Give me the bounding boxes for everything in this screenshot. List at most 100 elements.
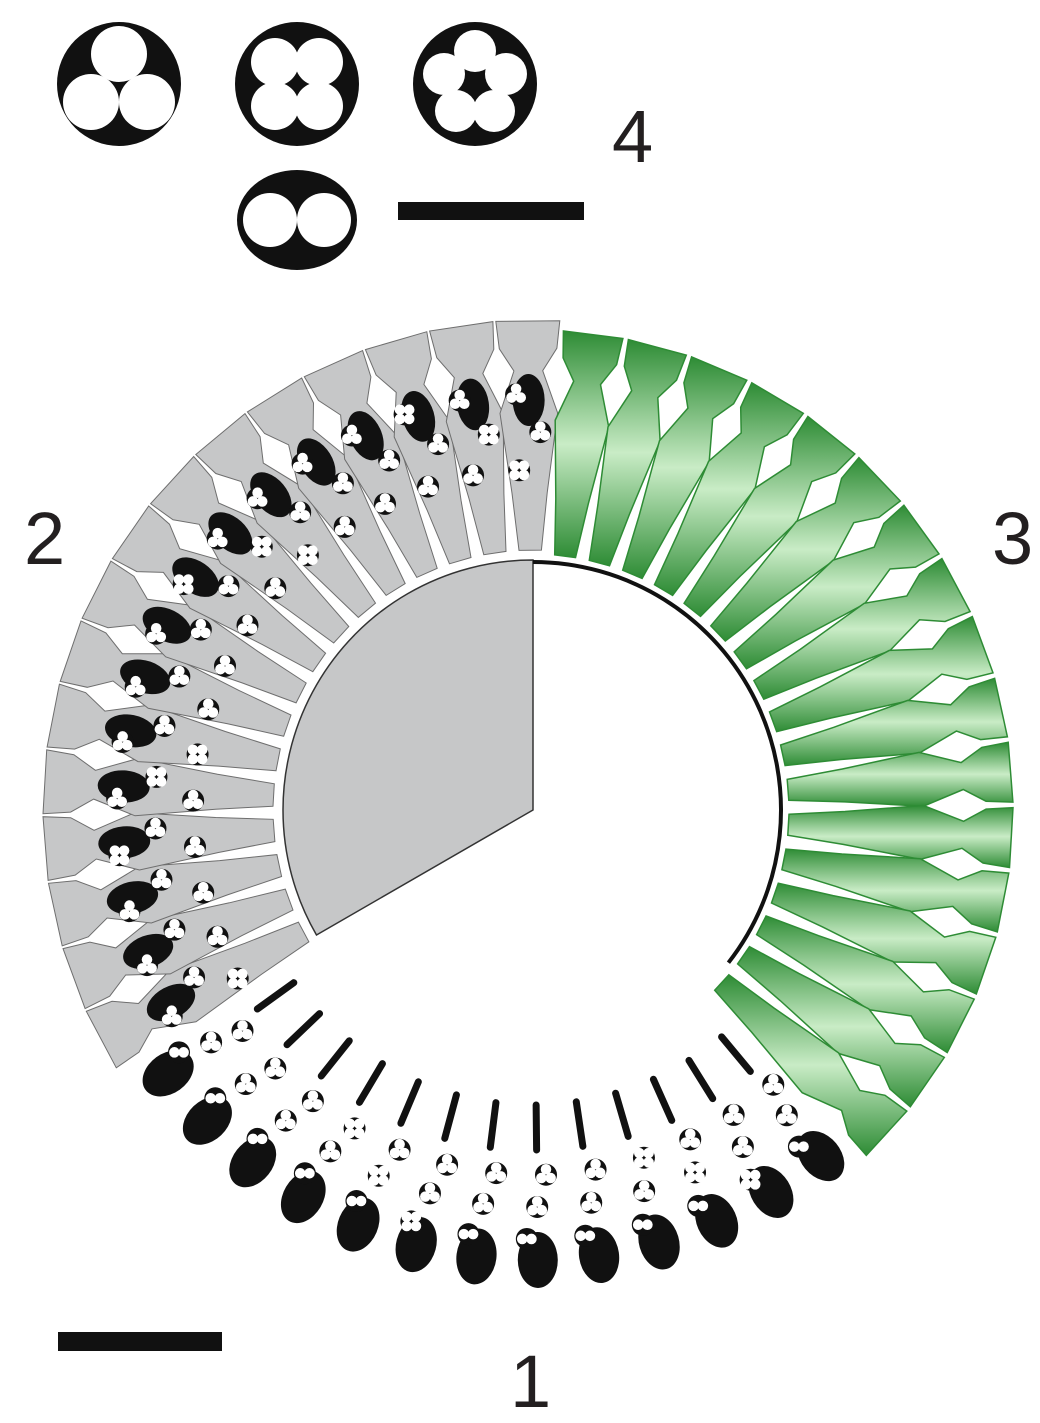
organelle-lobe <box>161 878 172 889</box>
organelle-lobe <box>763 1083 774 1094</box>
panel-label-3: 3 <box>992 502 1033 576</box>
organelle-lobe <box>126 685 137 696</box>
organelle-lobe <box>193 891 204 902</box>
organelle-lobe <box>188 745 199 756</box>
organelle-lobe <box>307 545 318 556</box>
organelle-lobe <box>257 496 268 507</box>
organelle-lobe <box>129 909 140 920</box>
organelle-lobe <box>519 470 530 481</box>
black-spindle <box>490 1103 496 1148</box>
organelle-lobe <box>347 1196 358 1207</box>
organelle-lobe <box>217 537 228 548</box>
black-spindle <box>445 1095 457 1138</box>
cell-ring <box>43 321 1013 1288</box>
organelle-lobe <box>517 1234 528 1245</box>
organelle-lobe <box>427 485 438 496</box>
organelle-lobe <box>276 1119 287 1130</box>
organelle-lobe <box>356 1196 367 1207</box>
organelle-lobe <box>345 1119 356 1130</box>
black-spindle <box>321 1041 349 1076</box>
organelle-lobe <box>694 1172 705 1183</box>
organelle-lobe <box>399 1148 410 1159</box>
organelle-lobe <box>191 628 202 639</box>
organelle-lobe <box>401 1211 412 1222</box>
organelle-lobe <box>773 1083 784 1094</box>
organelle-lobe <box>680 1137 691 1148</box>
black-spindle <box>616 1093 629 1136</box>
organelle-lobe <box>335 525 346 536</box>
organelle-lobe <box>741 1179 752 1190</box>
organelle-lobe <box>185 845 196 856</box>
organelle-lobe <box>183 574 194 585</box>
inset-cell-sections <box>57 22 584 270</box>
organelle-lobe <box>252 546 263 557</box>
organelle-lobe <box>110 845 121 856</box>
organelle-lobe <box>634 1148 645 1159</box>
organelle-lobe <box>174 583 185 594</box>
organelle-lobe <box>169 1047 180 1058</box>
organelle-lobe <box>210 1040 221 1051</box>
organelle-lobe <box>252 537 263 548</box>
organelle-lobe <box>257 1134 268 1145</box>
organelle-lobe <box>300 510 311 521</box>
organelle-lobe <box>119 855 130 866</box>
organelle-lobe <box>429 1191 440 1202</box>
organelle-lobe <box>395 404 406 415</box>
organelle-lobe <box>237 969 248 980</box>
organelle-lobe <box>395 414 406 425</box>
organelle-lobe <box>184 975 195 986</box>
organelle-lobe <box>245 1082 256 1093</box>
ring-cell <box>574 1102 623 1286</box>
organelle-lobe <box>113 740 124 751</box>
organelle-lobe <box>486 1171 497 1182</box>
organelle-lobe <box>110 855 121 866</box>
organelle-lobe <box>205 1093 216 1104</box>
organelle-lobe <box>265 586 276 597</box>
organelle-lobe <box>275 586 286 597</box>
organelle-lobe <box>248 496 259 507</box>
organelle-lobe <box>298 555 309 566</box>
organelle-lobe <box>527 1205 538 1216</box>
organelle-lobe <box>298 545 309 556</box>
organelle-lobe <box>217 935 228 946</box>
organelle-lobe <box>116 796 127 807</box>
organelle-lobe <box>156 776 167 787</box>
organelle-lobe <box>536 1173 547 1184</box>
organelle-lobe <box>197 754 208 765</box>
organelle-lobe <box>178 1047 189 1058</box>
organelle-lobe <box>688 1201 699 1212</box>
organelle-lobe <box>188 754 199 765</box>
organelle-lobe <box>733 1145 744 1156</box>
organelle-lobe <box>786 1113 797 1124</box>
organelle-lobe <box>345 1128 356 1139</box>
organelle-lobe <box>479 434 490 445</box>
organelle-lobe <box>333 481 344 492</box>
organelle-lobe <box>459 398 470 409</box>
black-spindle <box>257 983 293 1009</box>
organelle-lobe <box>193 975 204 986</box>
organelle-lobe <box>237 978 248 989</box>
organelle-lobe <box>591 1201 602 1212</box>
organelle-lobe <box>404 414 415 425</box>
organelle-lobe <box>290 510 301 521</box>
organelle-lobe <box>643 1157 654 1168</box>
organelle-lobe <box>642 1219 653 1230</box>
organelle-lobe <box>303 1099 314 1110</box>
organelle-lobe <box>208 707 219 718</box>
organelle-lobe <box>488 434 499 445</box>
organelle-lobe <box>354 1119 365 1130</box>
organelle-lobe <box>351 433 362 444</box>
organelle-lobe <box>152 878 163 889</box>
organelle-lobe <box>275 1066 286 1077</box>
organelle-lobe <box>685 1172 696 1183</box>
organelle-lobe <box>644 1189 655 1200</box>
organelle-lobe <box>537 1205 548 1216</box>
cell-head-black <box>739 1158 803 1227</box>
organelle-lobe <box>401 1221 412 1232</box>
organelle-lobe <box>530 430 541 441</box>
organelle-lobe <box>354 1128 365 1139</box>
organelle-lobe <box>238 623 249 634</box>
organelle-lobe <box>344 525 355 536</box>
organelle-lobe <box>183 583 194 594</box>
organelle-lobe <box>473 1202 484 1213</box>
